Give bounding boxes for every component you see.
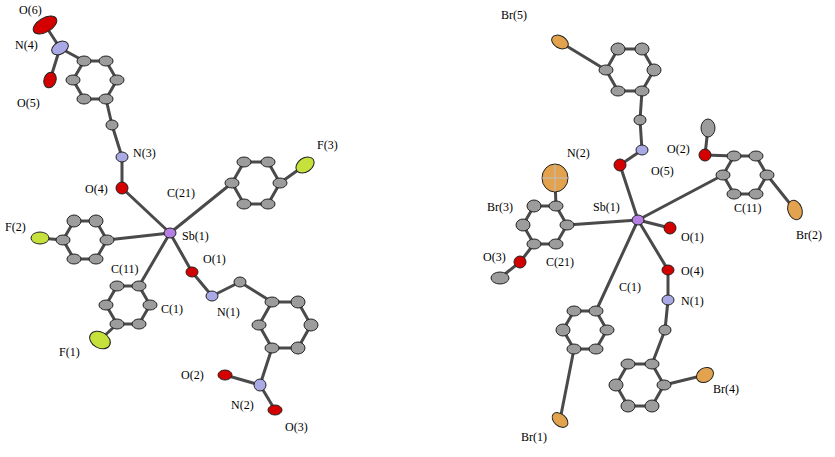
atom-label: O(3) <box>284 420 309 434</box>
atom-label: N(3) <box>132 146 157 160</box>
atom-label: Br(1) <box>520 430 548 444</box>
atom-label: O(4) <box>680 264 705 278</box>
atom-label: O(5) <box>16 96 41 110</box>
atom-label: O(3) <box>482 250 507 264</box>
atom-label: O(6) <box>18 3 43 17</box>
bonds-right <box>500 42 795 420</box>
atom-label: O(1) <box>202 252 227 266</box>
atom-label: Br(3) <box>486 200 514 214</box>
atom-label: F(1) <box>58 345 81 359</box>
atom-label: C(1) <box>618 280 642 294</box>
atom-label: C(21) <box>166 186 196 200</box>
atom-label: O(1) <box>680 230 705 244</box>
atom-label: O(5) <box>650 164 675 178</box>
bonds-left <box>40 25 311 410</box>
atom-label: Br(4) <box>712 382 740 396</box>
atom-label: O(2) <box>180 368 205 382</box>
atom-label: Br(5) <box>500 8 528 22</box>
atom-label: F(3) <box>316 138 339 152</box>
atom-label: C(11) <box>110 262 140 276</box>
atom-label: N(2) <box>230 398 255 412</box>
atoms-right <box>491 32 805 430</box>
atom-label: O(2) <box>666 142 691 156</box>
atom-label: Sb(1) <box>181 229 210 243</box>
atom-label: N(1) <box>680 294 705 308</box>
atom-label: N(2) <box>566 146 591 160</box>
atom-label: F(2) <box>4 220 27 234</box>
atom-label: Sb(1) <box>592 200 621 214</box>
atom-label: C(21) <box>545 255 575 269</box>
atom-label: C(1) <box>160 302 184 316</box>
atom-label: N(4) <box>14 38 39 52</box>
atom-label: O(4) <box>84 182 109 196</box>
atoms-left <box>30 12 318 415</box>
atom-label: N(1) <box>216 305 241 319</box>
atom-label: Br(2) <box>795 228 823 242</box>
atom-label: C(11) <box>733 201 763 215</box>
